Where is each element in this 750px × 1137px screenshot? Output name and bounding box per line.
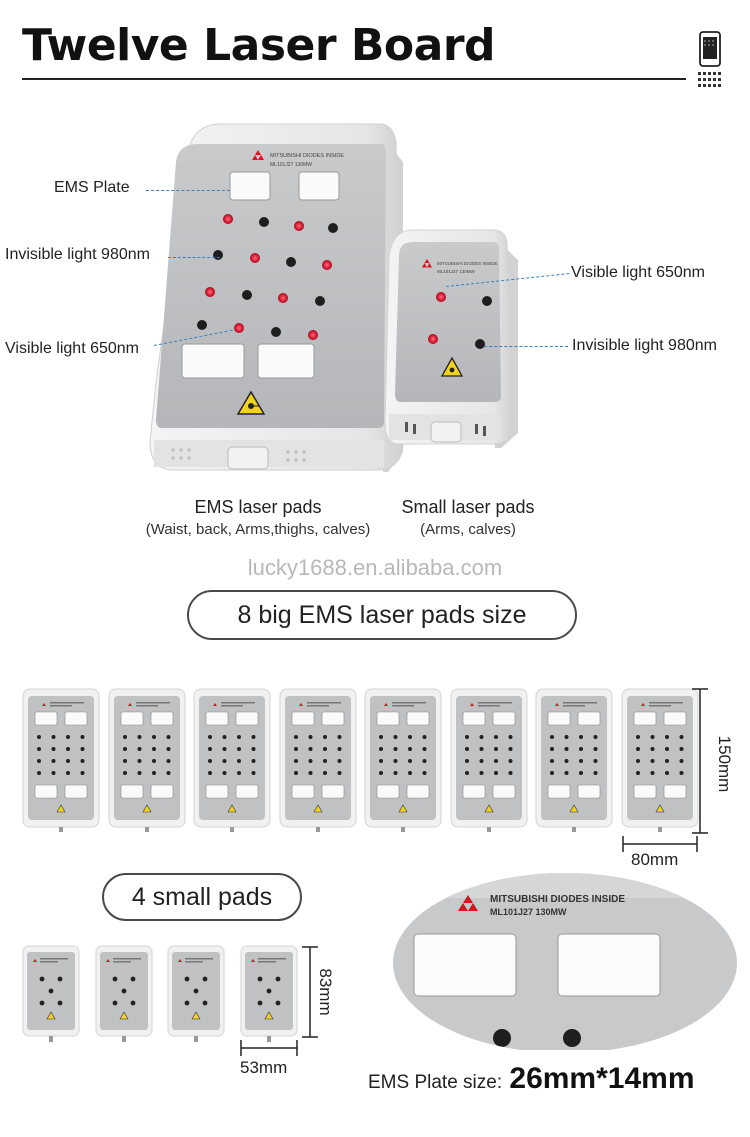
- caption-small-laser-pads: Small laser pads: [401, 497, 535, 517]
- big-pad-thumbnail: [22, 688, 100, 832]
- big-pad-thumbnail: [621, 688, 698, 832]
- small-pads-row: [22, 945, 322, 1045]
- label-invisible-980-big: Invisible light 980nm: [5, 246, 150, 263]
- big-pad-thumbnail: [364, 688, 442, 832]
- small-pad-thumbnail: [95, 945, 152, 1042]
- caption-small-usage: (Arms, calves): [420, 521, 516, 538]
- model-text: ML101J27 130MW: [270, 162, 312, 168]
- width-80mm-label: 80mm: [631, 850, 679, 869]
- label-ems-plate: EMS Plate: [54, 179, 130, 196]
- brand-text: MITSUBISHI DIODES INSIDE: [437, 261, 498, 266]
- width-dimension-line: [622, 836, 698, 852]
- leader-invisible-small: [484, 346, 568, 347]
- closeup-model-text: ML101J27 130MW: [490, 907, 567, 917]
- height-dimension-line: [692, 688, 708, 834]
- laser-warning-icon: [236, 390, 266, 415]
- big-pad-thumbnail: [108, 688, 185, 832]
- small-pad-thumbnail: [22, 945, 80, 1042]
- caption-ems-laser-pads: EMS laser pads: [194, 497, 322, 517]
- label-visible-650-small: Visible light 650nm: [571, 264, 706, 281]
- small-pad-thumbnail: [240, 945, 297, 1042]
- laser-warning-icon: [440, 356, 464, 377]
- page-title: Twelve Laser Board: [22, 20, 496, 71]
- small-pad-thumbnail: [167, 945, 225, 1042]
- mitsubishi-logo-icon: [252, 150, 264, 160]
- label-invisible-980-small: Invisible light 980nm: [572, 337, 717, 354]
- big-pads-row: [22, 688, 698, 833]
- caption-ems-usage: (Waist, back, Arms,thighs, calves): [145, 521, 371, 538]
- big-pad-thumbnail: [535, 688, 613, 832]
- big-pads-pill: 8 big EMS laser pads size: [187, 590, 577, 640]
- small-pads-pill: 4 small pads: [102, 873, 302, 921]
- leader-invisible-big: [168, 257, 220, 258]
- small-height-dimension-line: [302, 946, 318, 1038]
- big-pad-thumbnail: [450, 688, 527, 832]
- phone-icon: [698, 31, 721, 87]
- plate-size-caption: EMS Plate size:: [368, 1072, 503, 1093]
- width-53mm-label: 53mm: [240, 1058, 288, 1077]
- ems-plate-size: EMS Plate size: 26mm*14mm: [368, 1062, 695, 1096]
- closeup-brand-text: MITSUBISHI DIODES INSIDE: [490, 894, 625, 905]
- small-laser-device: MITSUBISHI DIODES INSIDE ML101J27 130MW: [384, 229, 518, 448]
- mitsubishi-logo-icon: [458, 895, 478, 911]
- ems-plate-closeup: MITSUBISHI DIODES INSIDE ML101J27 130MW: [393, 873, 737, 1050]
- brand-text: MITSUBISHI DIODES INSIDE: [270, 153, 344, 159]
- big-pad-thumbnail: [193, 688, 271, 832]
- label-visible-650-big: Visible light 650nm: [5, 340, 140, 357]
- big-pad-thumbnail: [279, 688, 356, 832]
- model-text: ML101J27 130MW: [437, 269, 476, 274]
- height-83mm-label: 83mm: [316, 968, 335, 1016]
- big-laser-device: MITSUBISHI DIODES INSIDE ML101J27 130MW: [149, 123, 404, 472]
- height-150mm-label: 150mm: [715, 735, 734, 793]
- plate-size-value: 26mm*14mm: [509, 1062, 695, 1095]
- small-width-dimension-line: [240, 1040, 298, 1056]
- watermark: lucky1688.en.alibaba.com: [247, 555, 503, 580]
- title-divider: [22, 78, 686, 80]
- leader-ems-plate: [146, 190, 230, 191]
